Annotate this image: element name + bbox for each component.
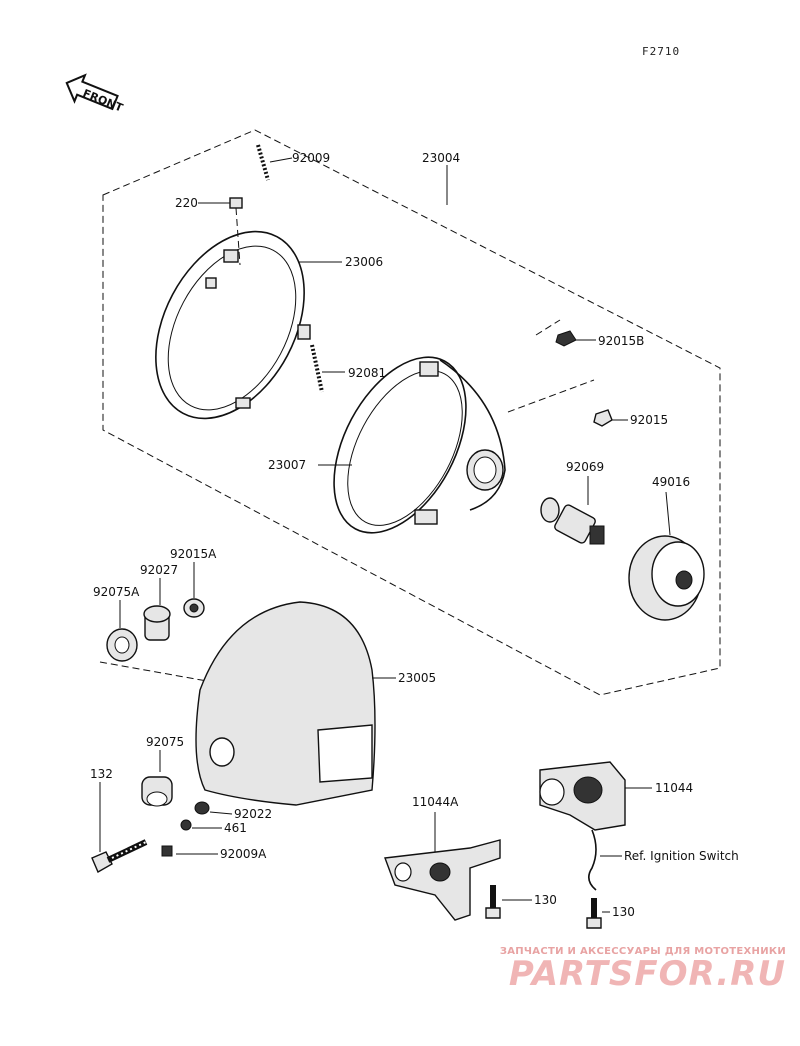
front-arrow-icon bbox=[65, 73, 119, 111]
part-label-49016: 49016 bbox=[652, 475, 690, 489]
rim-ring-23006 bbox=[155, 230, 311, 420]
part-label-132: 132 bbox=[90, 767, 113, 781]
part-label-92009A: 92009A bbox=[220, 847, 267, 861]
part-label-130-right: 130 bbox=[612, 905, 635, 919]
part-label-92015A: 92015A bbox=[170, 547, 217, 561]
part-label-92069: 92069 bbox=[566, 460, 604, 474]
part-label-92027: 92027 bbox=[140, 563, 178, 577]
part-label-130-left: 130 bbox=[534, 893, 557, 907]
bolt-132 bbox=[91, 839, 148, 873]
part-label-92009: 92009 bbox=[292, 151, 330, 165]
reflector-23007 bbox=[333, 356, 506, 534]
nut-92015B bbox=[535, 319, 577, 347]
part-label-11044A: 11044A bbox=[412, 795, 459, 809]
collar-92027 bbox=[143, 605, 171, 641]
nut-92015A bbox=[183, 598, 205, 618]
assembly-outline bbox=[102, 129, 721, 696]
part-label-220: 220 bbox=[175, 196, 198, 210]
nut-461 bbox=[180, 819, 192, 831]
part-label-11044: 11044 bbox=[655, 781, 693, 795]
bulb-92069 bbox=[540, 497, 605, 545]
spring-92081 bbox=[310, 344, 324, 393]
bracket-11044 bbox=[539, 761, 626, 891]
screw-92009A bbox=[161, 845, 173, 857]
nut-92015 bbox=[507, 379, 613, 427]
ref-ignition-switch-note: Ref. Ignition Switch bbox=[624, 849, 739, 863]
headlight-case-23005 bbox=[195, 601, 376, 806]
part-label-92075: 92075 bbox=[146, 735, 184, 749]
part-label-23005: 23005 bbox=[398, 671, 436, 685]
part-label-92015: 92015 bbox=[630, 413, 668, 427]
washer-92022 bbox=[194, 801, 210, 815]
grommet-92075A bbox=[106, 628, 138, 662]
part-label-92015B: 92015B bbox=[598, 334, 644, 348]
part-label-23006: 23006 bbox=[345, 255, 383, 269]
part-label-92075A: 92075A bbox=[93, 585, 140, 599]
bolt-130-left bbox=[485, 885, 501, 919]
part-label-92081: 92081 bbox=[348, 366, 386, 380]
grommet-92075 bbox=[141, 776, 173, 807]
rubber-boot-49016 bbox=[628, 535, 705, 621]
part-label-461: 461 bbox=[224, 821, 247, 835]
part-label-23004: 23004 bbox=[422, 151, 460, 165]
part-label-92022: 92022 bbox=[234, 807, 272, 821]
screw-92009 bbox=[256, 144, 270, 181]
part-label-23007: 23007 bbox=[268, 458, 306, 472]
bolt-130-right bbox=[586, 898, 602, 929]
bracket-11044A bbox=[384, 839, 501, 921]
diagram-code: F2710 bbox=[642, 45, 680, 58]
